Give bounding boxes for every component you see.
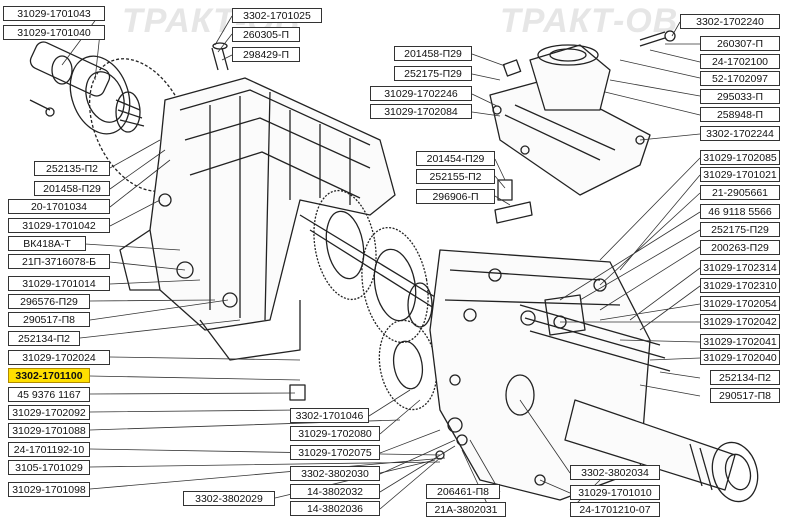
part-label-31029-1701088[interactable]: 31029-1701088	[8, 423, 90, 438]
part-label-21p-3716078-b[interactable]: 21П-3716078-Б	[8, 254, 110, 269]
part-label-3302-1701046[interactable]: 3302-1701046	[290, 408, 369, 423]
gear-set	[299, 189, 446, 411]
part-label-31029-1702041[interactable]: 31029-1702041	[700, 334, 780, 349]
part-label-31029-1702310[interactable]: 31029-1702310	[700, 278, 780, 293]
part-label-295033-p[interactable]: 295033-П	[700, 89, 780, 104]
part-label-3302-3802029[interactable]: 3302-3802029	[183, 491, 275, 506]
part-label-31029-1702092[interactable]: 31029-1702092	[8, 405, 90, 420]
part-label-290517-p8-right[interactable]: 290517-П8	[710, 388, 780, 403]
input-shaft	[29, 41, 145, 135]
part-label-31029-1702040[interactable]: 31029-1702040	[700, 350, 780, 365]
part-label-252135-p2[interactable]: 252135-П2	[34, 161, 110, 176]
part-label-52-1702097[interactable]: 52-1702097	[700, 71, 780, 86]
part-label-14-3802032[interactable]: 14-3802032	[290, 484, 380, 499]
part-label-31029-1702314[interactable]: 31029-1702314	[700, 260, 780, 275]
part-label-31029-1701043[interactable]: 31029-1701043	[3, 6, 105, 21]
part-label-31029-1701098[interactable]: 31029-1701098	[8, 482, 90, 497]
part-label-201454-p29[interactable]: 201454-П29	[416, 151, 495, 166]
part-label-31029-1702085[interactable]: 31029-1702085	[700, 150, 780, 165]
part-label-3302-1702244[interactable]: 3302-1702244	[700, 126, 780, 141]
part-label-31029-1701021[interactable]: 31029-1701021	[700, 167, 780, 182]
part-label-14-3802036[interactable]: 14-3802036	[290, 501, 380, 516]
part-label-290517-p8-left[interactable]: 290517-П8	[8, 312, 90, 327]
part-label-252175-p29-right[interactable]: 252175-П29	[700, 222, 780, 237]
part-label-3302-3802030[interactable]: 3302-3802030	[290, 466, 380, 481]
rear-housing	[429, 249, 651, 501]
part-label-260307-p[interactable]: 260307-П	[700, 36, 780, 51]
fasteners	[29, 30, 676, 460]
part-label-201458-p29-top[interactable]: 201458-П29	[394, 46, 472, 61]
selector-rods	[519, 294, 671, 372]
part-label-31029-1702024[interactable]: 31029-1702024	[8, 350, 110, 365]
part-label-31029-1701042[interactable]: 31029-1701042	[8, 218, 110, 233]
part-label-3302-1701025[interactable]: 3302-1701025	[232, 8, 322, 23]
gearbox-housing	[119, 77, 396, 361]
part-label-296576-p29[interactable]: 296576-П29	[8, 294, 90, 309]
part-label-3302-1702240[interactable]: 3302-1702240	[680, 14, 780, 29]
part-label-258948-p[interactable]: 258948-П	[700, 107, 780, 122]
part-label-46-9118-5566[interactable]: 46 9118 5566	[700, 204, 780, 219]
part-label-3302-3802034[interactable]: 3302-3802034	[570, 465, 660, 480]
part-label-260305-p[interactable]: 260305-П	[232, 27, 300, 42]
part-label-252175-p29-top[interactable]: 252175-П29	[394, 66, 472, 81]
part-label-31029-1702075[interactable]: 31029-1702075	[290, 445, 380, 460]
shift-tower-cover	[489, 44, 651, 196]
part-label-252155-p2[interactable]: 252155-П2	[416, 169, 495, 184]
part-label-252134-p2-right[interactable]: 252134-П2	[710, 370, 780, 385]
part-label-31029-1702084[interactable]: 31029-1702084	[370, 104, 472, 119]
part-label-31029-1701010[interactable]: 31029-1701010	[570, 485, 660, 500]
part-label-31029-1702080[interactable]: 31029-1702080	[290, 426, 380, 441]
part-label-vk418a-t[interactable]: ВК418А-Т	[8, 236, 86, 251]
part-label-252134-p2-left[interactable]: 252134-П2	[8, 331, 80, 346]
output-extension	[564, 399, 759, 503]
part-label-21-2905661[interactable]: 21-2905661	[700, 185, 780, 200]
part-label-201458-p29-left[interactable]: 201458-П29	[34, 181, 110, 196]
part-label-31029-1701014[interactable]: 31029-1701014	[8, 276, 110, 291]
part-label-24-1701192-10[interactable]: 24-1701192-10	[8, 442, 90, 457]
part-label-200263-p29[interactable]: 200263-П29	[700, 240, 780, 255]
part-label-24-1702100[interactable]: 24-1702100	[700, 54, 780, 69]
part-label-31029-1702042[interactable]: 31029-1702042	[700, 314, 780, 329]
part-label-3302-1701100-highlighted[interactable]: 3302-1701100	[8, 368, 90, 383]
part-label-20-1701034[interactable]: 20-1701034	[8, 199, 110, 214]
part-label-21a-3802031[interactable]: 21А-3802031	[426, 502, 506, 517]
part-label-206461-p8[interactable]: 206461-П8	[426, 484, 500, 499]
part-label-298429-p[interactable]: 298429-П	[232, 47, 300, 62]
part-label-45-9376-1167[interactable]: 45 9376 1167	[8, 387, 90, 402]
part-label-24-1701210-07[interactable]: 24-1701210-07	[570, 502, 660, 517]
part-label-31029-1702054[interactable]: 31029-1702054	[700, 296, 780, 311]
part-label-3105-1701029[interactable]: 3105-1701029	[8, 460, 90, 475]
part-label-31029-1701040[interactable]: 31029-1701040	[3, 25, 105, 40]
part-label-296906-p[interactable]: 296906-П	[416, 189, 495, 204]
part-label-31029-1702246[interactable]: 31029-1702246	[370, 86, 472, 101]
